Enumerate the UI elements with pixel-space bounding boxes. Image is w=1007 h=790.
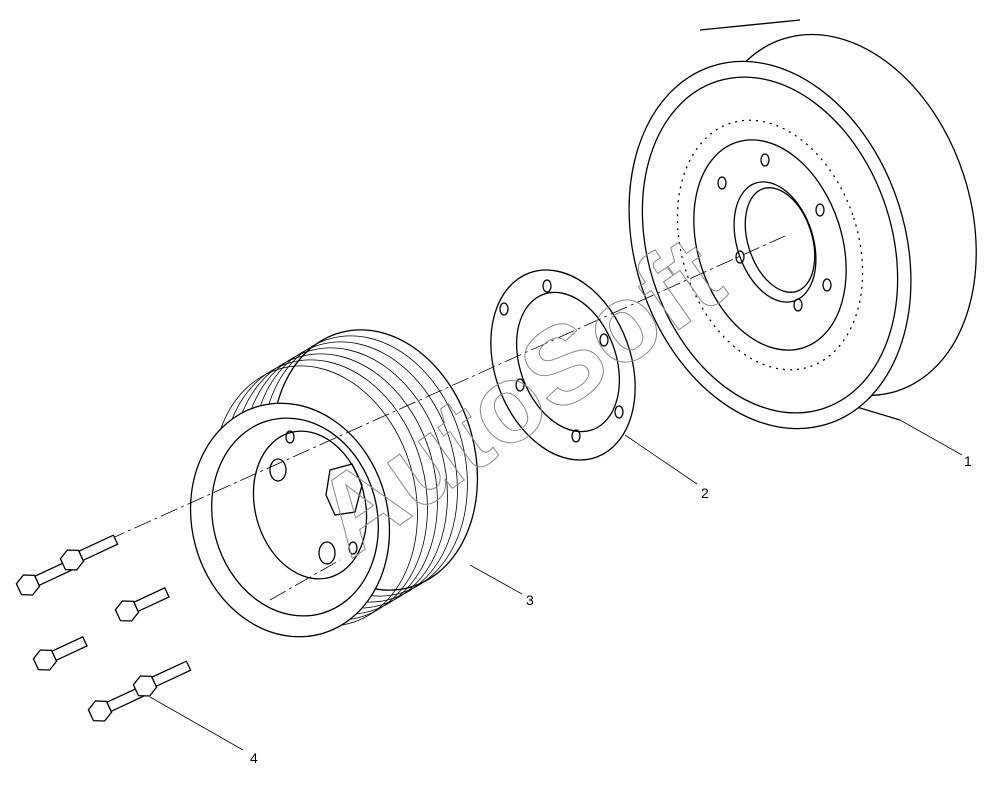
leader-3	[469, 564, 523, 595]
part-3-pulley	[189, 329, 479, 638]
callout-4: 4	[250, 750, 258, 766]
leader-4	[149, 696, 244, 751]
part-2-gasket	[490, 269, 636, 461]
callout-3: 3	[526, 592, 534, 608]
part-4-bolts	[15, 534, 192, 722]
leader-2	[624, 434, 698, 485]
part-1-damper	[628, 19, 977, 430]
callout-1: 1	[964, 453, 972, 469]
callout-2: 2	[701, 485, 709, 501]
leader-1	[899, 419, 963, 456]
